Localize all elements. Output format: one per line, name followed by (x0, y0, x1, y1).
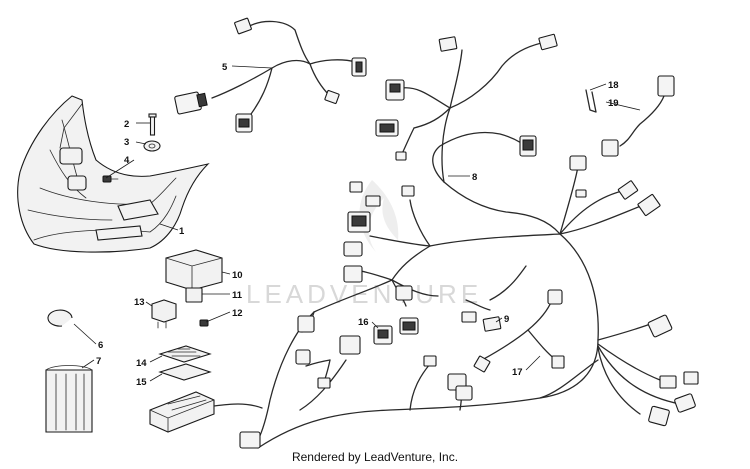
callout-11: 11 (232, 290, 243, 301)
callout-7: 7 (96, 356, 101, 367)
callout-17: 17 (512, 367, 523, 378)
callout-18: 18 (608, 80, 619, 91)
watermark-text: LEADVENTURE (246, 279, 482, 309)
main-wiring-harness (239, 33, 699, 449)
callout-13: 13 (134, 297, 145, 308)
callout-19: 19 (608, 98, 619, 109)
callout-1: 1 (179, 226, 185, 237)
clip-part-18 (585, 89, 597, 113)
callout-10: 10 (232, 270, 243, 281)
relay-part-13 (151, 299, 177, 329)
sensor-harness-19 (601, 75, 675, 157)
callout-5: 5 (222, 62, 228, 73)
callout-3: 3 (124, 137, 129, 148)
callout-9: 9 (504, 314, 509, 325)
leader-lines (73, 65, 641, 382)
sub-harness-17 (473, 289, 565, 373)
relay-part-10 (165, 249, 223, 291)
clip-part-4 (102, 175, 119, 183)
callout-12: 12 (232, 308, 243, 319)
callout-labels: 1 2 3 4 5 6 7 8 9 10 11 12 13 14 15 16 1… (96, 62, 619, 388)
callout-14: 14 (136, 358, 147, 369)
fuse-block-cover-14 (158, 345, 212, 363)
connector-part-9 (482, 316, 502, 332)
fuse-block-seal-15 (158, 363, 212, 381)
retaining-ring-6 (47, 309, 73, 327)
relay-part-12 (199, 319, 209, 327)
connector-part-16 (373, 325, 393, 345)
screw-part-2 (148, 113, 157, 136)
callout-2: 2 (124, 119, 129, 130)
callout-4: 4 (124, 155, 130, 166)
headlight-harness (174, 17, 367, 133)
render-credit: Rendered by LeadVenture, Inc. (291, 450, 459, 464)
callout-8: 8 (472, 172, 477, 183)
protective-sleeve-7 (45, 365, 93, 433)
callout-6: 6 (98, 340, 103, 351)
callout-16: 16 (358, 317, 369, 328)
relay-part-11 (185, 287, 203, 303)
fuse-block-body (149, 391, 263, 433)
clip-part-3 (143, 140, 161, 152)
watermark: LEADVENTURE (246, 180, 482, 309)
callout-15: 15 (136, 377, 147, 388)
